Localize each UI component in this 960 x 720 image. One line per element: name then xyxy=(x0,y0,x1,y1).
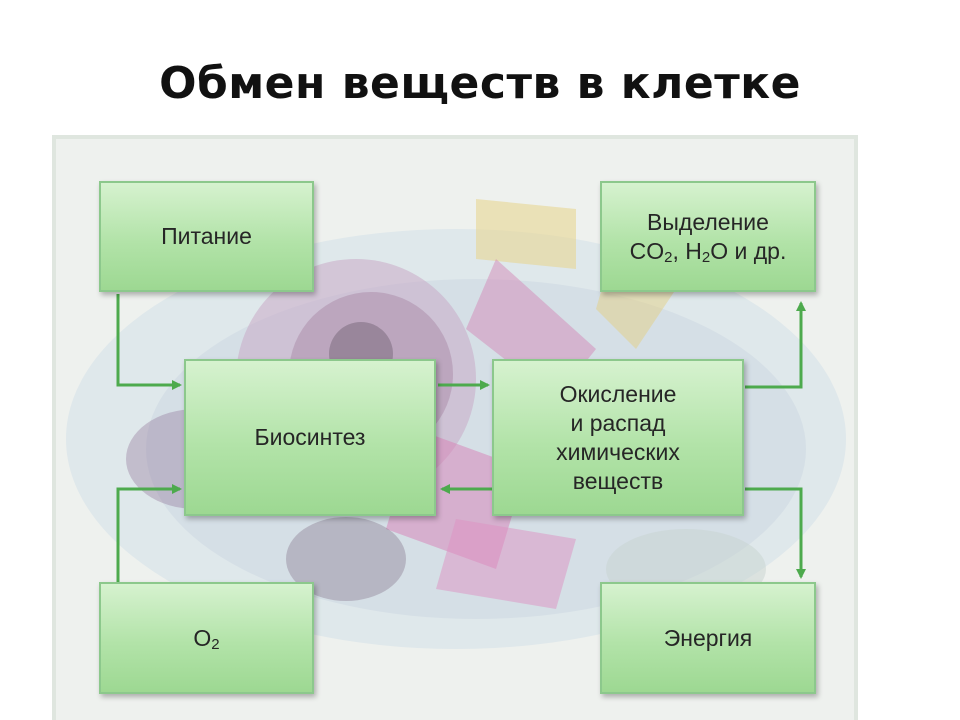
flow-arrows xyxy=(116,294,806,582)
arrow-oxidation-to-excretion xyxy=(745,301,806,389)
oxidation-label-line4: веществ xyxy=(572,467,664,494)
biosynthesis-box: Биосинтез xyxy=(184,359,436,516)
oxidation-box: Окисление и распад химических веществ xyxy=(492,359,744,516)
arrow-oxidation-to-energy xyxy=(745,487,806,579)
oxidation-label-line1: Окисление xyxy=(559,380,677,407)
nutrition-label: Питание xyxy=(161,223,252,249)
excretion-box: Выделение CO2, H2O и др. xyxy=(600,181,816,292)
excretion-products: CO2, H2O и др. xyxy=(629,237,787,266)
diagram-panel: Питание Выделение CO2, H2O и др. Биосинт… xyxy=(52,135,858,720)
oxidation-label-line2: и распад xyxy=(570,409,666,436)
nutrition-box: Питание xyxy=(99,181,314,292)
arrow-nutrition-to-biosynthesis xyxy=(116,294,182,390)
biosynthesis-label: Биосинтез xyxy=(254,424,366,450)
arrow-oxygen-to-biosynthesis xyxy=(116,484,182,582)
slide-title: Обмен веществ в клетке xyxy=(159,58,801,109)
oxygen-box: O2 xyxy=(99,582,314,694)
oxygen-label: O2 xyxy=(193,624,220,653)
oxidation-label-line3: химических xyxy=(556,438,680,465)
energy-box: Энергия xyxy=(600,582,816,694)
excretion-label: Выделение xyxy=(647,208,769,235)
energy-label: Энергия xyxy=(663,624,753,651)
